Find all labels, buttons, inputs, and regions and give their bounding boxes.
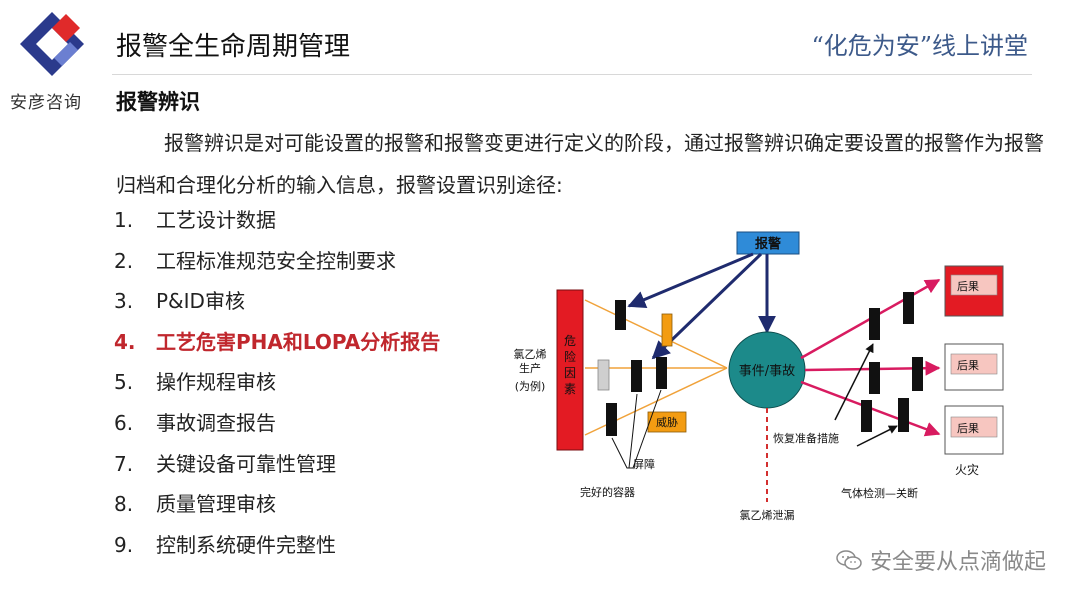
list-item-number: 1. <box>114 208 134 232</box>
orange-block <box>661 313 673 347</box>
alarm-label: 报警 <box>755 236 781 252</box>
hazard-factor-char: 危 <box>564 334 576 348</box>
hazard-factor-bar <box>556 289 584 451</box>
list-item-number: 4. <box>114 329 136 354</box>
intact-container-label: 完好的容器 <box>580 485 635 499</box>
list-item-text: 质量管理审核 <box>156 492 276 517</box>
slogan: “化危为安”线上讲堂 <box>811 32 1028 60</box>
page-title: 报警全生命周期管理 <box>116 32 351 62</box>
list-item: 7. 关键设备可靠性管理 <box>114 444 440 485</box>
list-item-text: 工程标准规范安全控制要求 <box>156 248 396 273</box>
consequence-label-bg <box>950 416 998 438</box>
list-item: 9. 控制系统硬件完整性 <box>114 525 440 566</box>
barrier-label: 屏障 <box>633 457 655 471</box>
list-item-text: 工艺设计数据 <box>156 208 276 232</box>
consequence-label: 后果 <box>957 422 979 435</box>
barrier-blocks <box>606 300 667 436</box>
recovery-pointers <box>834 343 898 447</box>
list-item: 6. 事故调查报告 <box>114 403 440 444</box>
header-divider <box>112 74 1032 75</box>
event-label: 事件/事故 <box>739 364 795 379</box>
watermark: 安全要从点滴做起 <box>836 544 1046 576</box>
company-logo <box>20 12 84 76</box>
source-label: 氯乙烯 <box>514 347 547 361</box>
list-item-number: 9. <box>114 532 134 557</box>
consequence-label: 后果 <box>957 359 979 372</box>
list-item-text: P&ID审核 <box>156 289 245 314</box>
logo-text: 安彦咨询 <box>10 93 82 113</box>
list-item: 1. 工艺设计数据 <box>114 200 440 241</box>
threat-label: 威胁 <box>656 415 678 429</box>
bowtie-diagram: 危 险 因 素 氯乙烯 生产 (为例) 报警 威胁 屏障 完好的容器 事件/事故… <box>514 231 1004 522</box>
fire-label: 火灾 <box>955 462 979 477</box>
source-label: (为例) <box>515 379 546 393</box>
section-paragraph: 报警辨识是对可能设置的报警和报警变更进行定义的阶段，通过报警辨识确定要设置的报警… <box>116 131 1044 197</box>
list-item-number: 6. <box>114 410 134 435</box>
gas-detection-label: 气体检测—关断 <box>841 486 918 500</box>
section-title: 报警辨识 <box>116 90 200 114</box>
threat-box <box>647 411 687 433</box>
list-item-text: 控制系统硬件完整性 <box>156 532 336 557</box>
consequence-label-bg <box>950 353 998 375</box>
list-item-number: 5. <box>114 370 134 395</box>
list-item-highlighted: 4. 工艺危害PHA和LOPA分析报告 <box>114 322 440 363</box>
release-label: 氯乙烯泄漏 <box>740 508 795 522</box>
list-item-text: 关键设备可靠性管理 <box>156 451 336 476</box>
list-item-text: 操作规程审核 <box>156 370 276 395</box>
hazard-factor-char: 因 <box>564 366 576 380</box>
list-item-text: 工艺危害PHA和LOPA分析报告 <box>156 329 441 354</box>
mitigation-blocks <box>861 292 923 432</box>
list-item-number: 7. <box>114 451 134 476</box>
list-item-text: 事故调查报告 <box>156 410 276 435</box>
list-item-number: 2. <box>114 248 134 273</box>
source-label: 生产 <box>519 361 541 375</box>
list-item: 5. 操作规程审核 <box>114 362 440 403</box>
list-item-number: 3. <box>114 289 134 314</box>
list-item: 3. P&ID审核 <box>114 281 440 322</box>
list-item-number: 8. <box>114 492 134 517</box>
identification-list: 1. 工艺设计数据 2. 工程标准规范安全控制要求 3. P&ID审核 4. 工艺危害P… <box>114 200 440 565</box>
watermark-text: 安全要从点滴做起 <box>869 550 1046 575</box>
barrier-pointers <box>611 389 662 469</box>
hazard-factor-char: 素 <box>564 382 576 396</box>
grey-container-block <box>597 359 610 391</box>
hazard-factor-char: 险 <box>564 349 576 364</box>
recovery-label: 恢复准备措施 <box>773 431 839 445</box>
consequence-label-bg <box>950 274 998 296</box>
wechat-icon <box>836 550 862 570</box>
consequence-label: 后果 <box>957 280 979 293</box>
list-item: 8. 质量管理审核 <box>114 484 440 525</box>
list-item: 2. 工程标准规范安全控制要求 <box>114 241 440 282</box>
